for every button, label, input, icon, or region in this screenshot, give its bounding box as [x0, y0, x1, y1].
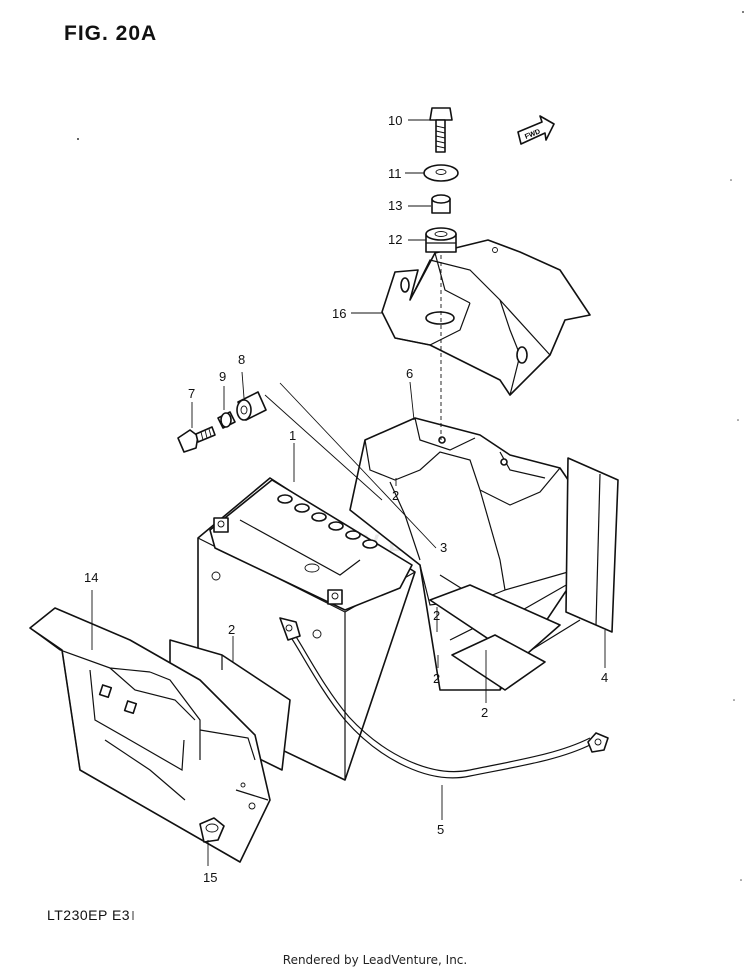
battery-pad-floor[interactable]	[429, 584, 561, 691]
battery-pad-side[interactable]	[565, 457, 619, 633]
model-code: LT230EP E3	[47, 907, 131, 923]
callout-13: 13	[388, 198, 402, 213]
callout-2-floor-b: 2	[433, 671, 440, 686]
battery-terminal	[213, 517, 343, 605]
callout-14: 14	[84, 570, 98, 585]
bolt-10[interactable]	[429, 107, 453, 153]
render-credit: Rendered by LeadVenture, Inc.	[282, 953, 468, 967]
grommet-8[interactable]	[236, 391, 267, 421]
fwd-direction-arrow: FWD	[517, 115, 555, 145]
callout-15: 15	[203, 870, 217, 885]
callout-2-pad: 2	[228, 622, 235, 637]
callout-10: 10	[388, 113, 402, 128]
callout-numbers: 10 11 13 12 16 8 9 7 6 1 2 3 2 2 2 4 14 …	[84, 113, 608, 885]
callout-3: 3	[440, 540, 447, 555]
figure-title: FIG. 20A	[64, 22, 158, 45]
battery-cover[interactable]	[29, 607, 271, 863]
callout-7: 7	[188, 386, 195, 401]
cushion-12[interactable]	[425, 227, 457, 253]
callout-1: 1	[289, 428, 296, 443]
callout-6: 6	[406, 366, 413, 381]
battery-hold-bracket[interactable]	[381, 239, 591, 396]
callout-16: 16	[332, 306, 346, 321]
callout-5: 5	[437, 822, 444, 837]
bolt-7[interactable]	[177, 426, 216, 453]
bolt-15[interactable]	[199, 817, 225, 843]
callout-9: 9	[219, 369, 226, 384]
callout-12: 12	[388, 232, 402, 247]
callout-8: 8	[238, 352, 245, 367]
callout-2-box: 2	[392, 488, 399, 503]
battery-ground-cable[interactable]	[279, 617, 609, 779]
battery-cell-caps	[277, 494, 378, 549]
washer-11[interactable]	[423, 164, 459, 182]
callout-leaders	[91, 119, 606, 866]
callout-11: 11	[388, 166, 402, 181]
collar-13[interactable]	[431, 194, 451, 214]
callout-2-floor: 2	[433, 608, 440, 623]
callout-2-lower: 2	[481, 705, 488, 720]
collar-9[interactable]	[217, 411, 236, 429]
scan-specks	[77, 11, 744, 920]
callout-4: 4	[601, 670, 608, 685]
